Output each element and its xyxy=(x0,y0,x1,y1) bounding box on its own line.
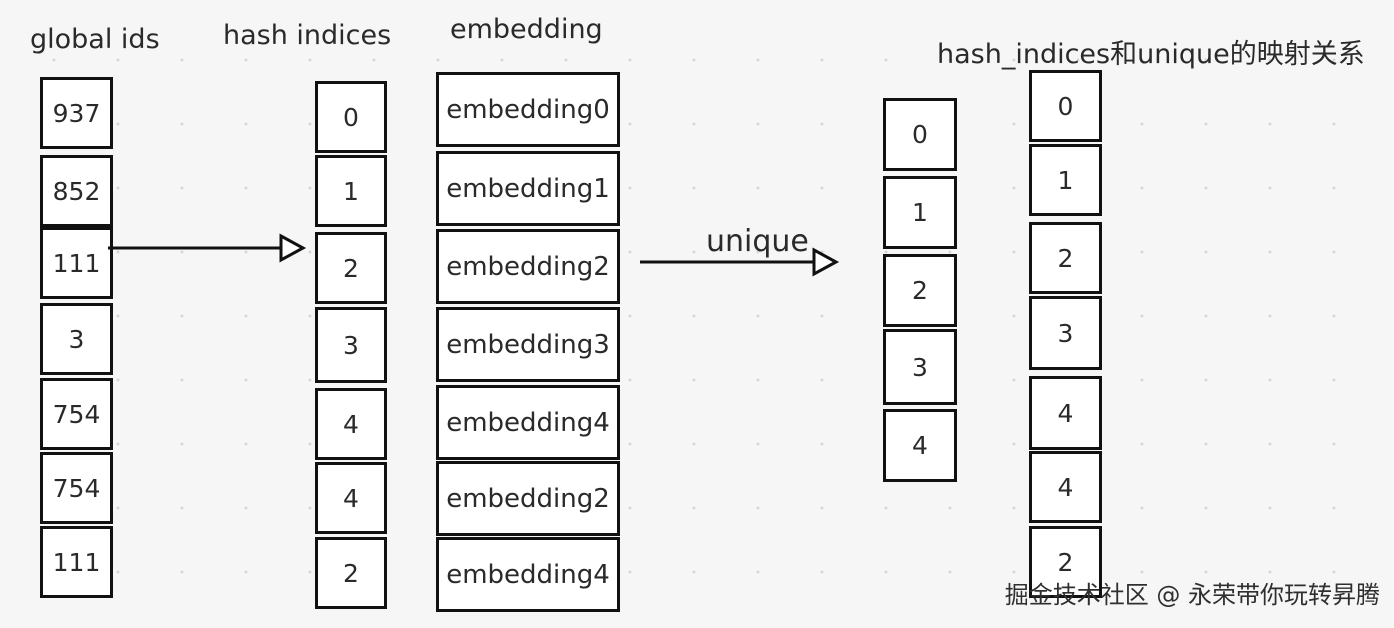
unique-label: unique xyxy=(706,224,809,259)
hash-index-cell: 4 xyxy=(315,462,387,534)
embedding-cell: embedding4 xyxy=(436,537,620,612)
unique-cell: 1 xyxy=(883,176,957,249)
hash-indices-label: hash indices xyxy=(223,20,392,51)
unique-cell: 0 xyxy=(883,98,957,171)
global-id-cell: 3 xyxy=(40,303,113,375)
embedding-cell: embedding4 xyxy=(436,385,620,460)
hash-index-cell: 2 xyxy=(315,232,387,304)
embedding-cell: embedding2 xyxy=(436,229,620,304)
mapping-cell: 3 xyxy=(1029,296,1102,370)
global-ids-label: global ids xyxy=(30,24,160,55)
mapping-cell: 2 xyxy=(1029,526,1102,598)
hash-index-cell: 2 xyxy=(315,537,387,609)
global-id-cell: 937 xyxy=(40,77,113,149)
mapping-label: hash_indices和unique的映射关系 xyxy=(937,39,1365,70)
global-id-cell: 754 xyxy=(40,452,113,524)
mapping-cell: 4 xyxy=(1029,376,1102,450)
embedding-cell: embedding1 xyxy=(436,151,620,226)
mapping-cell: 2 xyxy=(1029,222,1102,294)
embedding-cell: embedding2 xyxy=(436,461,620,536)
hash-index-cell: 4 xyxy=(315,388,387,460)
unique-cell: 4 xyxy=(883,409,957,482)
unique-cell: 3 xyxy=(883,329,957,405)
hash-index-cell: 1 xyxy=(315,155,387,227)
global-id-cell: 111 xyxy=(40,526,113,598)
hash-index-cell: 3 xyxy=(315,307,387,383)
embedding-cell: embedding0 xyxy=(436,72,620,147)
global-id-cell: 754 xyxy=(40,378,113,450)
mapping-cell: 1 xyxy=(1029,144,1102,216)
mapping-cell: 4 xyxy=(1029,451,1102,523)
mapping-cell: 0 xyxy=(1029,70,1102,142)
hash-index-cell: 0 xyxy=(315,81,387,153)
embedding-label: embedding xyxy=(450,14,603,45)
embedding-cell: embedding3 xyxy=(436,307,620,382)
watermark-footer: 掘金技术社区 @ 永荣带你玩转昇腾 xyxy=(1004,581,1380,609)
arrow-unique xyxy=(640,247,840,277)
arrow-to-hash-indices xyxy=(108,233,307,263)
global-id-cell: 852 xyxy=(40,155,113,227)
global-id-cell: 111 xyxy=(40,227,113,299)
unique-cell: 2 xyxy=(883,254,957,327)
